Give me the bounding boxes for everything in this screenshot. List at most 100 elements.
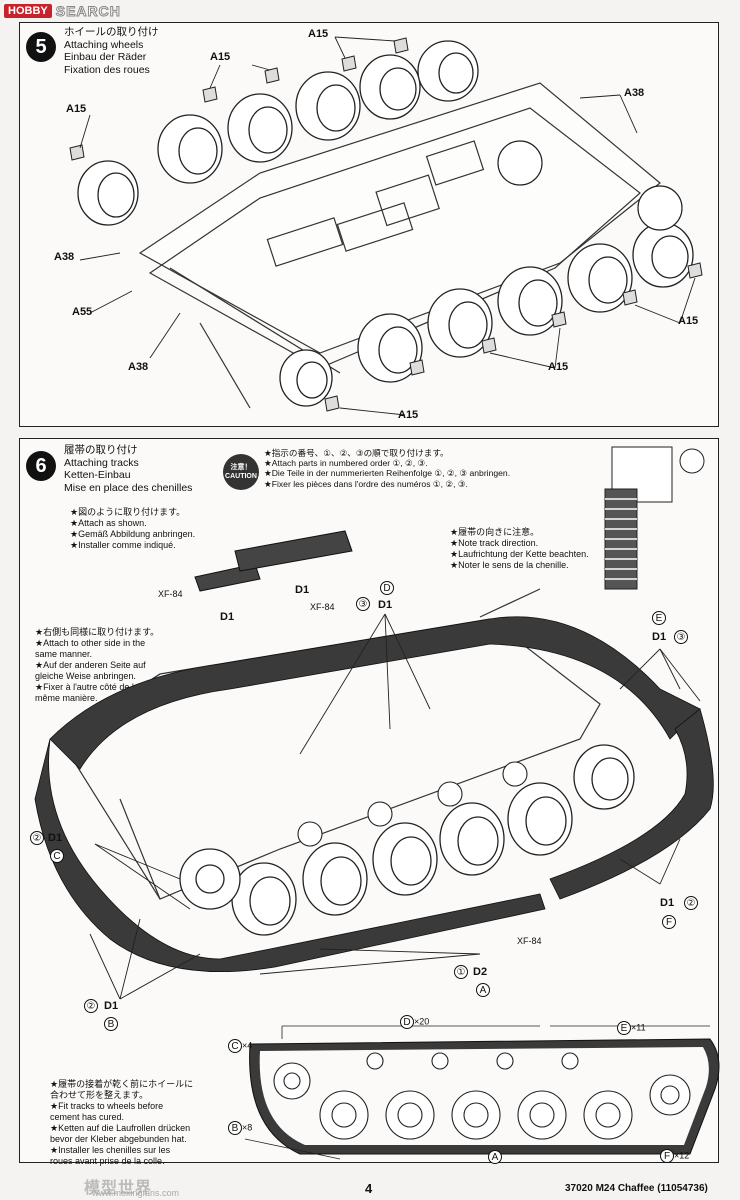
product-code: 37020 M24 Chaffee (11054736) — [565, 1183, 708, 1194]
fit-tracks-l8: roues avant prise de la colle. — [50, 1156, 165, 1166]
count-d-value: ×20 — [414, 1016, 430, 1027]
label-a15-6: A15 — [678, 315, 699, 327]
caution-line-en: ★Attach parts in numbered order ①, ②, ③. — [264, 458, 428, 469]
label-d1-a: D1 — [220, 611, 235, 623]
circle-3-top: ③ — [356, 597, 370, 611]
caution-badge: 注意！ CAUTION — [223, 454, 259, 490]
page-footer: 模型世界 www.moxingfans.com 4 37020 M24 Chaf… — [0, 1170, 740, 1200]
label-a38-1: A38 — [624, 87, 645, 99]
caution-line-fr: ★Fixer les pièces dans l'ordre des numér… — [264, 478, 468, 489]
circle-3-e: ③ — [674, 630, 688, 644]
label-d1-bb: D1 — [104, 1000, 119, 1012]
fit-tracks-l7: ★Installer les chenilles sur les — [50, 1145, 171, 1155]
count-f: F×12 — [660, 1149, 689, 1163]
count-a: A — [488, 1150, 502, 1164]
label-step3-top: ③ — [356, 597, 370, 611]
label-xf84-c: XF-84 — [517, 936, 542, 946]
attach-shown-note: ★図のように取り付けます。 ★Attach as shown. ★Gemäß A… — [70, 507, 195, 551]
step5-title-jp: ホイールの取り付け — [64, 26, 159, 38]
label-a15-2: A15 — [210, 51, 231, 63]
other-side-l7: même manière. — [35, 693, 98, 703]
step6-drawing — [34, 446, 720, 1160]
label-a38-2: A38 — [54, 251, 75, 263]
circle-1-a: ① — [454, 965, 468, 979]
track-direction-inset — [604, 446, 705, 590]
circle-count-d: D — [400, 1015, 414, 1029]
other-side-l1: ★右側も同様に取り付けます。 — [35, 627, 160, 637]
label-d1-f: D1 — [660, 897, 675, 909]
label-d1-top: D1 — [378, 599, 393, 611]
watermark-top: HOBBY SEARCH — [4, 2, 121, 20]
other-side-l4: ★Auf der anderen Seite auf — [35, 660, 146, 670]
step6-panel: 6 履帯の取り付け Attaching tracks Ketten-Einbau… — [19, 438, 720, 1166]
direction-de: ★Laufrichtung der Kette beachten. — [450, 549, 589, 559]
fit-tracks-l1: ★履帯の接着が乾く前にホイールに — [50, 1079, 194, 1089]
circle-count-a: A — [488, 1150, 502, 1164]
watermark-url: www.moxingfans.com — [92, 1188, 180, 1198]
step6-title-en: Attaching tracks — [64, 456, 139, 469]
caution-line-jp: ★指示の番号、①、②、③の順で取り付けます。 — [264, 448, 449, 458]
step6-title: 履帯の取り付け Attaching tracks Ketten-Einbau M… — [64, 444, 192, 494]
watermark-bottom: 模型世界 — [84, 1180, 153, 1197]
step5-title-en: Attaching wheels — [64, 38, 144, 51]
label-step2-f: ② — [684, 896, 698, 910]
label-step1-a: ① — [454, 965, 468, 979]
label-a15-1: A15 — [66, 103, 87, 115]
fit-tracks-l2: 合わせて形を整えます。 — [50, 1090, 149, 1100]
circle-2-c: ② — [30, 831, 44, 845]
label-f-f: F — [662, 915, 676, 929]
label-a38-3: A38 — [128, 361, 149, 373]
caution-jp: 注意！ — [230, 464, 252, 471]
page-number: 4 — [365, 1181, 373, 1196]
other-side-note: ★右側も同様に取り付けます。 ★Attach to other side in … — [35, 627, 159, 704]
step5-drawing — [69, 36, 703, 416]
watermark-logo: HOBBY — [4, 4, 52, 18]
label-a-a: A — [476, 983, 490, 997]
count-f-value: ×12 — [674, 1150, 690, 1161]
fit-tracks-note: ★履帯の接着が乾く前にホイールに 合わせて形を整えます。 ★Fit tracks… — [50, 1079, 193, 1167]
fit-tracks-l5: ★Ketten auf die Laufrollen drücken — [50, 1123, 191, 1133]
label-step2-c: ② — [30, 831, 44, 845]
label-d1-e: D1 — [652, 631, 667, 643]
label-d2-a: D2 — [473, 966, 488, 978]
fit-tracks-l6: bevor der Kleber abgebunden hat. — [50, 1134, 187, 1144]
count-b: B×8 — [228, 1121, 252, 1135]
label-a15-5: A15 — [548, 361, 569, 373]
label-step3-e: ③ — [674, 630, 688, 644]
label-d1-b: D1 — [295, 584, 310, 596]
count-d: D×20 — [400, 1015, 429, 1029]
circle-f-f: F — [662, 915, 676, 929]
label-a15-4: A15 — [398, 409, 419, 421]
step5-title-de: Einbau der Räder — [64, 51, 147, 63]
circle-count-e: E — [617, 1021, 631, 1035]
label-step2-b: ② — [84, 999, 98, 1013]
circle-count-f: F — [660, 1149, 674, 1163]
count-e-value: ×11 — [631, 1022, 646, 1033]
count-e: E×11 — [617, 1021, 646, 1035]
caution-text: ★指示の番号、①、②、③の順で取り付けます。 ★Attach parts in … — [264, 448, 510, 489]
label-e-top: E — [652, 611, 666, 625]
step6-title-de: Ketten-Einbau — [64, 469, 131, 481]
side-view-diagram — [244, 1025, 720, 1160]
step6-number: 6 — [26, 451, 56, 481]
circle-d-top: D — [380, 581, 394, 595]
label-b-b: B — [104, 1017, 118, 1031]
circle-e-top: E — [652, 611, 666, 625]
direction-fr: ★Noter le sens de la chenille. — [450, 560, 569, 570]
circle-b-b: B — [104, 1017, 118, 1031]
label-a55: A55 — [72, 306, 93, 318]
other-side-l2: ★Attach to other side in the — [35, 638, 146, 648]
attach-shown-fr: ★Installer comme indiqué. — [70, 540, 176, 550]
label-xf84-b: XF-84 — [310, 602, 335, 612]
label-d-top: D — [380, 581, 394, 595]
step5-number: 5 — [26, 32, 56, 62]
circle-2-b: ② — [84, 999, 98, 1013]
circle-c-c: C — [50, 849, 64, 863]
step6-title-jp: 履帯の取り付け — [64, 444, 138, 456]
attach-shown-jp: ★図のように取り付けます。 — [70, 507, 186, 517]
label-c-c: C — [50, 849, 64, 863]
step5-panel: 5 ホイールの取り付け Attaching wheels Einbau der … — [19, 22, 719, 427]
direction-en: ★Note track direction. — [450, 538, 539, 548]
count-c-value: ×4 — [242, 1040, 253, 1051]
watermark-word: SEARCH — [55, 3, 121, 20]
